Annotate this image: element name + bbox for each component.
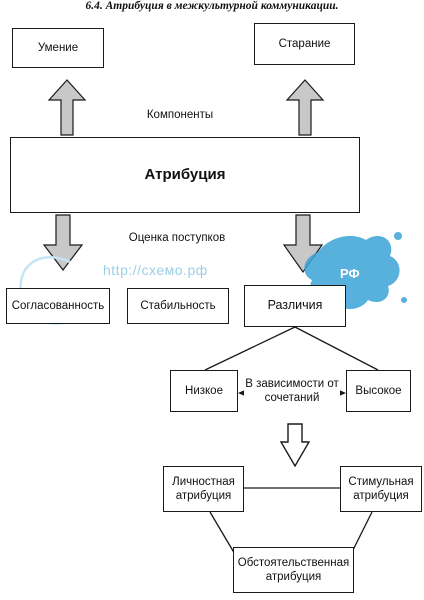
box-personal: Личностная атрибуция [163,466,244,512]
figure-title: 6.4. Атрибуция в межкультурной коммуника… [85,0,339,12]
box-high: Высокое [346,370,411,412]
box-circumstantial: Обстоятельственная атрибуция [233,547,354,593]
box-stability: Стабильность [127,288,229,324]
watermark-url: http://схемо.рф [103,262,208,278]
label-depends: В зависимости от сочетаний [244,377,340,406]
box-differences: Различия [244,285,346,327]
arrow-up-left [47,79,87,136]
line-personal-circumstantial [209,511,237,557]
box-effort: Старание [254,23,355,65]
label-components: Компоненты [146,109,214,121]
line-differences-high [294,326,379,371]
box-attribution: Атрибуция [10,137,360,213]
arrow-up-right [285,79,325,136]
watermark-logo: РФ [340,266,360,281]
arrow-down-left [42,214,84,271]
box-stimulus: Стимульная атрибуция [340,466,422,512]
line-differences-low [204,326,296,371]
hollow-down-arrow [279,423,311,468]
label-evaluation: Оценка поступков [128,232,226,244]
box-consensus: Согласованность [6,288,110,324]
box-skill: Умение [12,28,104,68]
box-low: Низкое [170,370,238,412]
